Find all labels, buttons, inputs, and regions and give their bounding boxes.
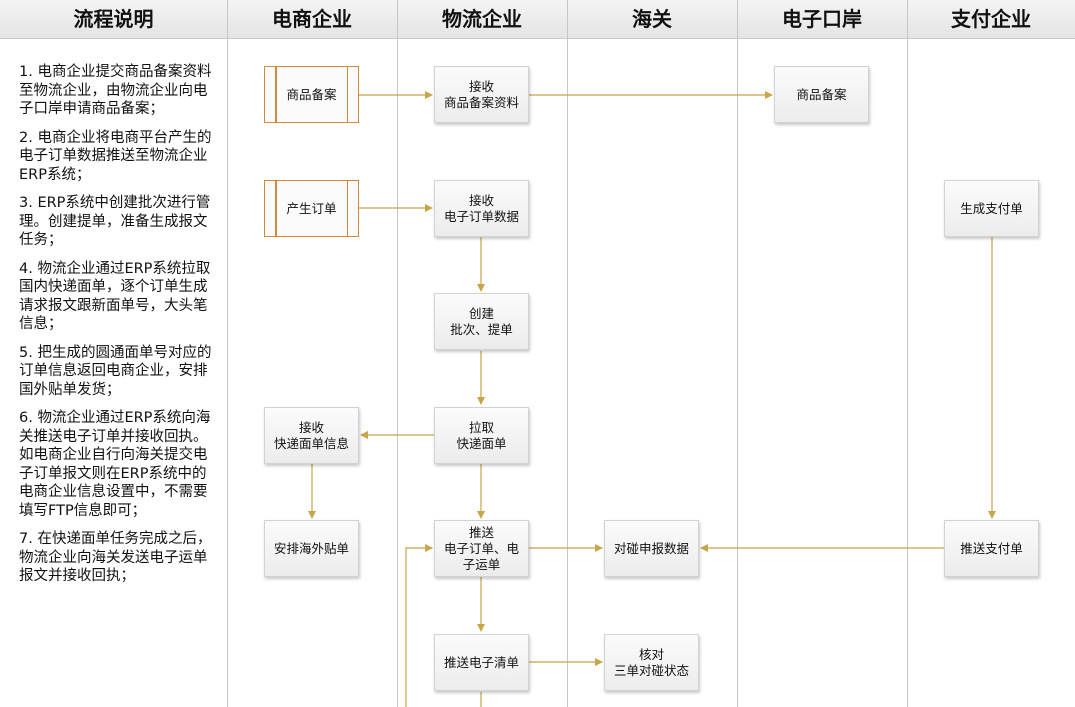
- node-customs-match-data: 对碰申报数据: [604, 520, 699, 577]
- column-divider: [567, 0, 568, 707]
- header-payment: 支付企业: [951, 7, 1031, 31]
- column-divider: [737, 0, 738, 707]
- column-divider: [397, 0, 398, 707]
- step-7: 7. 在快递面单任务完成之后，物流企业向海关发送电子运单报文并接收回执；: [19, 531, 212, 584]
- header-logistics: 物流企业: [442, 7, 522, 31]
- node-ecommerce-overseas-labeling: 安排海外贴单: [264, 520, 359, 577]
- step-5: 5. 把生成的圆通面单号对应的订单信息返回电商企业，安排国外贴单发货；: [19, 344, 212, 398]
- header-customs: 海关: [632, 7, 672, 31]
- header-ecommerce: 电商企业: [272, 7, 352, 31]
- node-logistics-create-batch: 创建 批次、提单: [434, 293, 529, 350]
- header-bar: [0, 0, 1075, 39]
- step-2: 2. 电商企业将电商平台产生的电子订单数据推送至物流企业ERP系统；: [19, 129, 212, 183]
- column-divider: [907, 0, 908, 707]
- node-payment-push: 推送支付单: [944, 520, 1039, 577]
- step-list: 1. 电商企业提交商品备案资料至物流企业，由物流企业向电子口岸申请商品备案； 2…: [19, 63, 219, 596]
- node-ecommerce-create-order: 产生订单: [264, 180, 359, 237]
- node-eport-goods-filing: 商品备案: [774, 66, 869, 123]
- step-1: 1. 电商企业提交商品备案资料至物流企业，由物流企业向电子口岸申请商品备案；: [19, 64, 212, 117]
- node-logistics-push-list: 推送电子清单: [434, 634, 529, 691]
- node-customs-check-status: 核对 三单对碰状态: [604, 634, 699, 691]
- node-logistics-push-order-waybill: 推送 电子订单、电 子运单: [434, 520, 529, 577]
- node-logistics-pull-waybill: 拉取 快递面单: [434, 407, 529, 464]
- node-payment-generate: 生成支付单: [944, 180, 1039, 237]
- step-3: 3. ERP系统中创建批次进行管理。创建提单，准备生成报文任务；: [19, 195, 211, 248]
- header-eport: 电子口岸: [782, 7, 862, 31]
- step-4: 4. 物流企业通过ERP系统拉取国内快递面单，逐个订单生成请求报文跟新面单号，大…: [19, 260, 211, 333]
- step-6: 6. 物流企业通过ERP系统向海关推送电子订单并接收回执。如电商企业自行向海关提…: [19, 410, 211, 519]
- node-logistics-receive-goods: 接收 商品备案资料: [434, 66, 529, 123]
- node-ecommerce-receive-waybill: 接收 快递面单信息: [264, 407, 359, 464]
- arrow-return-to-push: [405, 544, 433, 707]
- node-logistics-receive-order: 接收 电子订单数据: [434, 180, 529, 237]
- column-divider: [227, 0, 228, 707]
- node-ecommerce-goods-filing: 商品备案: [264, 66, 359, 123]
- header-flow-description: 流程说明: [73, 7, 154, 31]
